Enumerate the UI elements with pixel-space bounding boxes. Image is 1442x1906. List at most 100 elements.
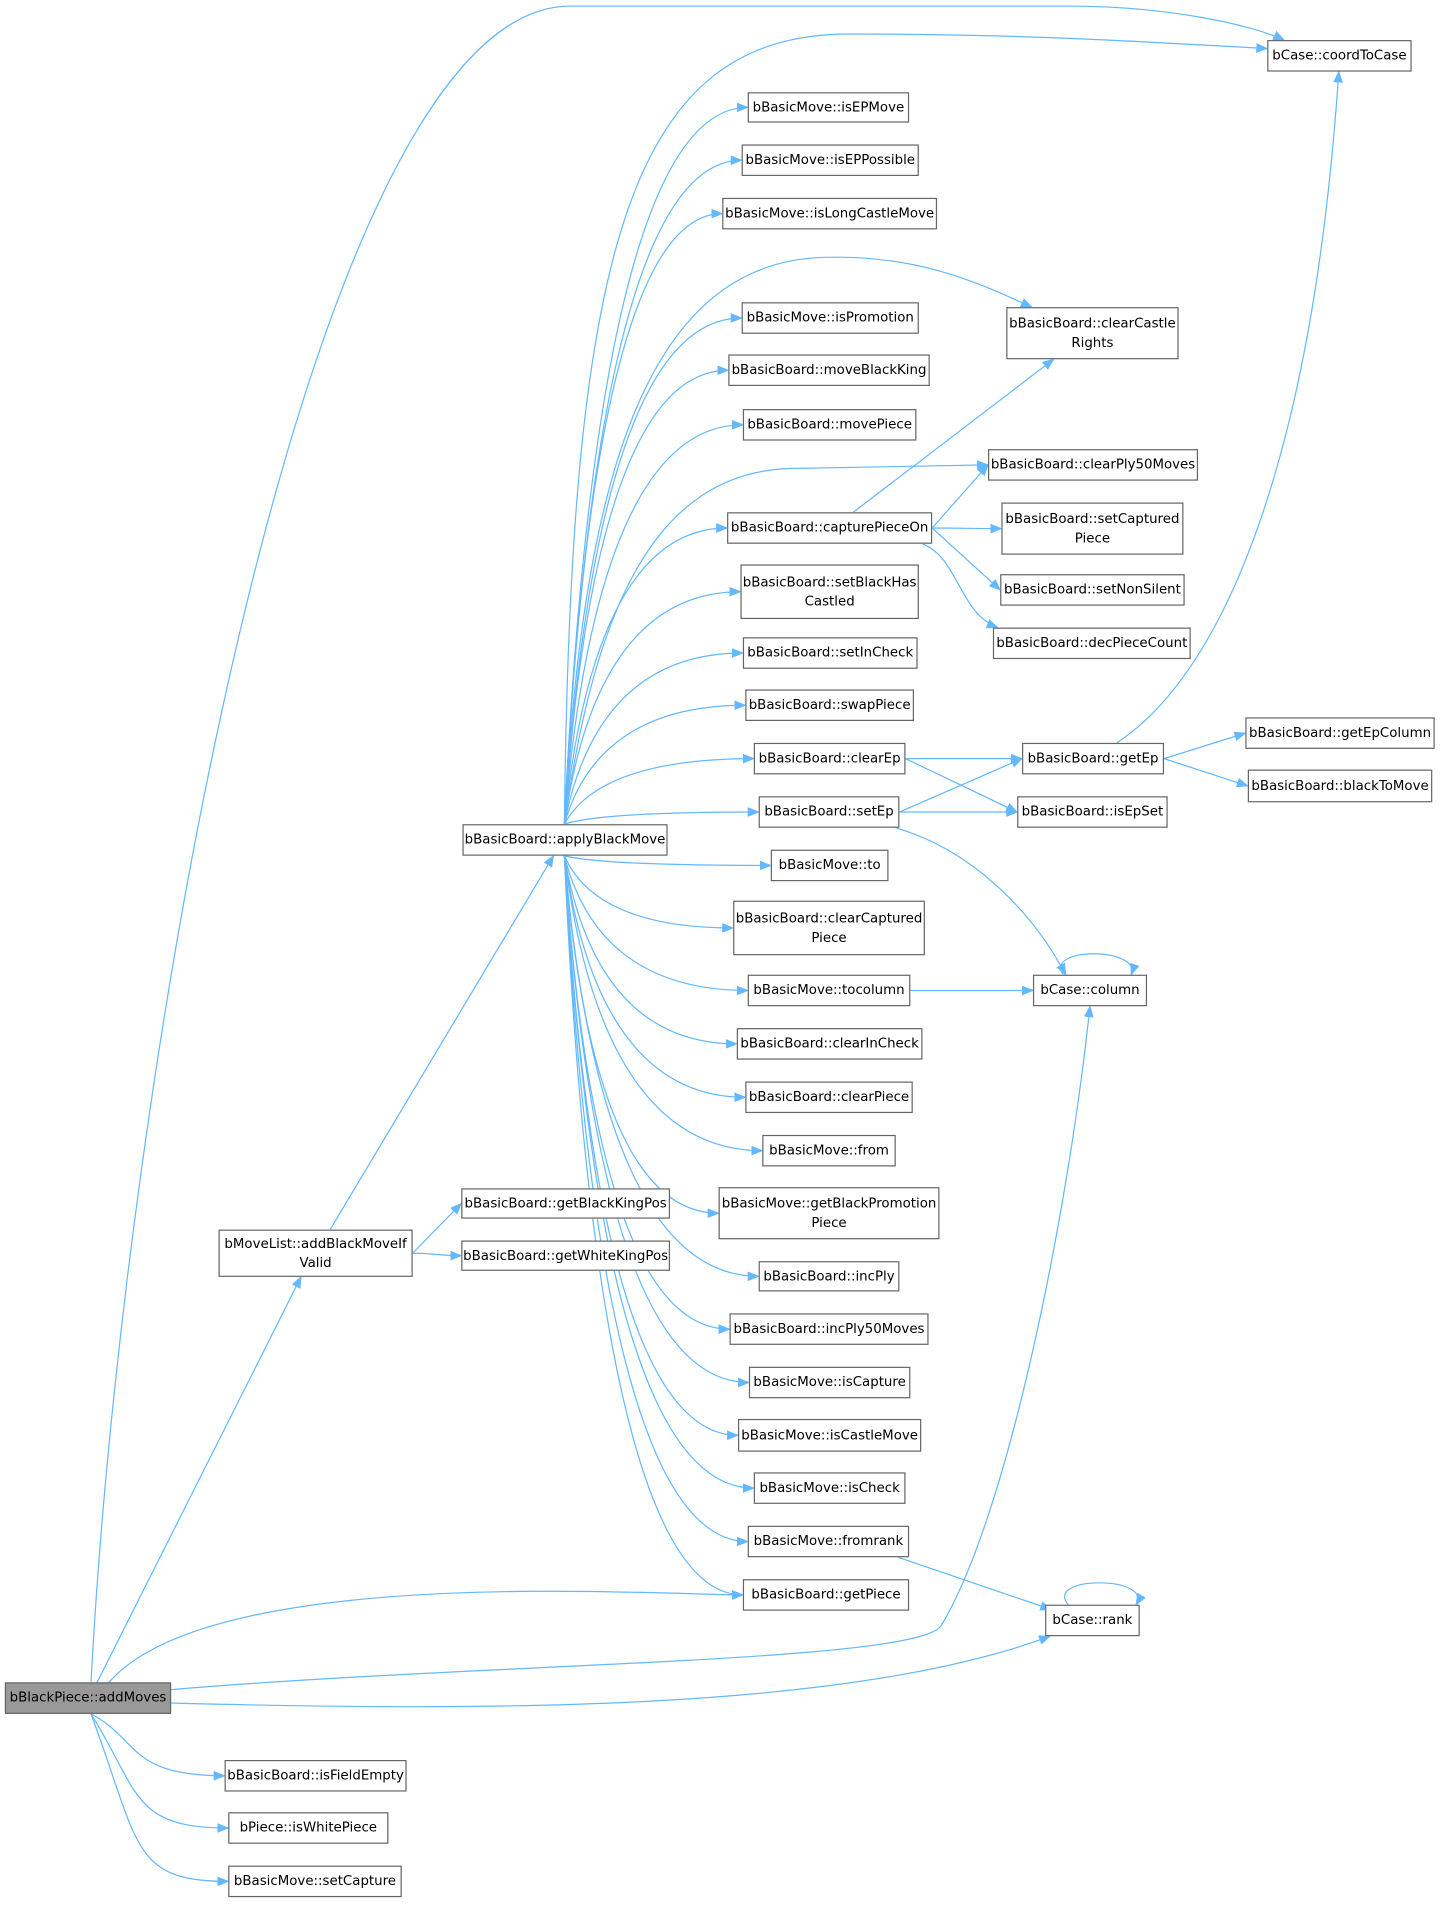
node-label: bBasicBoard::incPly (763, 1267, 895, 1284)
node-label: bBasicBoard::getWhiteKingPos (463, 1247, 669, 1263)
node-getWhiteKingPos[interactable]: bBasicBoard::getWhiteKingPos (461, 1240, 671, 1271)
node-getEp[interactable]: bBasicBoard::getEp (1022, 742, 1165, 775)
node-label: bBasicBoard::setInCheck (747, 644, 914, 661)
node-label: bBasicBoard::setNonSilent (1003, 581, 1181, 598)
node-fromrank[interactable]: bBasicMove::fromrank (747, 1525, 910, 1558)
node-label: bBasicMove::from (769, 1142, 889, 1158)
edge-applyBlackMove-to-clearInCheck (563, 855, 738, 1049)
node-incPly[interactable]: bBasicBoard::incPly (758, 1261, 900, 1292)
node-isCastleMove[interactable]: bBasicMove::isCastleMove (737, 1418, 922, 1452)
node-to[interactable]: bBasicMove::to (770, 849, 889, 882)
edge-addMoves-to-column (171, 1005, 1094, 1691)
node-column[interactable]: bCase::column (1032, 974, 1148, 1007)
edge-getEp-to-getEpColumn (1163, 731, 1247, 760)
node-tocolumn[interactable]: bBasicMove::tocolumn (747, 974, 911, 1007)
node-applyBlackMove[interactable]: bBasicBoard::applyBlackMove (462, 824, 668, 856)
node-clearPly50Moves[interactable]: bBasicBoard::clearPly50Moves (988, 449, 1199, 481)
node-getEpColumn[interactable]: bBasicBoard::getEpColumn (1245, 717, 1435, 749)
edge-capturePieceOn-to-setCapturedPiece (932, 523, 1003, 534)
node-label: bBasicBoard::clearPly50Moves (990, 456, 1196, 473)
edge-capturePieceOn-to-clearCastleRights (852, 358, 1055, 513)
node-moveBlackKing[interactable]: bBasicBoard::moveBlackKing (728, 354, 930, 386)
node-label: bBasicMove::tocolumn (753, 981, 905, 998)
node-clearInCheck[interactable]: bBasicBoard::clearInCheck (736, 1028, 923, 1060)
edge-applyBlackMove-to-incPly (563, 855, 760, 1282)
node-isEpSet[interactable]: bBasicBoard::isEpSet (1017, 796, 1168, 828)
edge-addMoves-to-addBlackMoveIfValid (96, 1275, 302, 1683)
node-setCapture[interactable]: bBasicMove::setCapture (228, 1865, 402, 1898)
node-label: bBasicMove::isCheck (759, 1479, 900, 1496)
node-label: bBasicMove::isEPPossible (745, 151, 916, 168)
edge-rank-to-rank (1064, 1582, 1146, 1606)
node-isCheck[interactable]: bBasicMove::isCheck (753, 1472, 906, 1504)
edge-addMoves-to-coordToCase (90, 5, 1286, 1683)
node-label: bBasicMove::fromrank (753, 1533, 904, 1549)
node-isEPPossible[interactable]: bBasicMove::isEPPossible (741, 144, 919, 177)
node-rank[interactable]: bCase::rank (1045, 1604, 1140, 1637)
edge-applyBlackMove-to-clearCastleRights (563, 256, 1033, 825)
node-addMoves[interactable]: bBlackPiece::addMoves (4, 1682, 172, 1714)
edge-applyBlackMove-to-from (563, 855, 764, 1156)
node-label: bBasicMove::isPromotion (746, 309, 914, 326)
edge-applyBlackMove-to-setBlackHasCastled (563, 586, 742, 825)
node-decPieceCount[interactable]: bBasicBoard::decPieceCount (992, 627, 1191, 660)
node-incPly50Moves[interactable]: bBasicBoard::incPly50Moves (729, 1313, 929, 1345)
edge-addMoves-to-setCapture (90, 1713, 230, 1887)
edge-capturePieceOn-to-clearPly50Moves (931, 463, 989, 529)
edge-addMoves-to-rank (171, 1635, 1052, 1708)
node-isLongCastleMove[interactable]: bBasicMove::isLongCastleMove (722, 197, 938, 230)
node-label: Valid (299, 1254, 332, 1271)
node-label: bCase::rank (1052, 1611, 1133, 1628)
node-label: bBasicBoard::moveBlackKing (731, 361, 927, 378)
node-clearPiece[interactable]: bBasicBoard::clearPiece (745, 1081, 913, 1114)
node-label: bBasicBoard::movePiece (747, 416, 912, 433)
node-label: bPiece::isWhitePiece (239, 1819, 378, 1836)
edge-capturePieceOn-to-setNonSilent (931, 527, 1002, 591)
node-setNonSilent[interactable]: bBasicBoard::setNonSilent (1000, 574, 1185, 606)
edge-applyBlackMove-to-tocolumn (563, 855, 749, 996)
node-setEp[interactable]: bBasicBoard::setEp (758, 796, 900, 828)
node-label: bBasicBoard::getEp (1027, 750, 1159, 766)
edge-column-to-column (1060, 953, 1140, 976)
node-from[interactable]: bBasicMove::from (762, 1134, 896, 1167)
node-isWhitePiece[interactable]: bPiece::isWhitePiece (228, 1812, 389, 1844)
node-coordToCase[interactable]: bCase::coordToCase (1267, 40, 1412, 72)
edge-applyBlackMove-to-coordToCase (563, 33, 1269, 825)
node-label: bBasicBoard::setEp (764, 803, 894, 820)
node-label: bCase::coordToCase (1272, 47, 1407, 64)
node-label: bBasicBoard::setCaptured (1005, 510, 1180, 527)
node-blackToMove[interactable]: bBasicBoard::blackToMove (1247, 769, 1433, 803)
edge-applyBlackMove-to-movePiece (563, 419, 745, 825)
node-setInCheck[interactable]: bBasicBoard::setInCheck (742, 637, 918, 669)
node-label: Piece (811, 1214, 847, 1231)
node-label: bBasicBoard::swapPiece (748, 696, 911, 713)
node-swapPiece[interactable]: bBasicBoard::swapPiece (745, 689, 914, 721)
edge-addBlackMoveIfValid-to-getWhiteKingPos (412, 1250, 463, 1261)
node-label: bBasicBoard::incPly50Moves (733, 1320, 925, 1337)
node-label: bBasicBoard::capturePieceOn (730, 519, 929, 536)
node-isEPMove[interactable]: bBasicMove::isEPMove (747, 92, 910, 123)
node-capturePieceOn[interactable]: bBasicBoard::capturePieceOn (727, 512, 933, 544)
node-isCapture[interactable]: bBasicMove::isCapture (748, 1366, 911, 1399)
node-label: bBasicMove::getBlackPromotion (721, 1194, 937, 1211)
edge-setEp-to-getEp (899, 758, 1024, 813)
node-getBlackKingPos[interactable]: bBasicBoard::getBlackKingPos (461, 1188, 671, 1219)
edge-addBlackMoveIfValid-to-applyBlackMove (329, 854, 555, 1230)
node-isFieldEmpty[interactable]: bBasicBoard::isFieldEmpty (224, 1760, 407, 1792)
node-isPromotion[interactable]: bBasicMove::isPromotion (741, 302, 919, 334)
edge-applyBlackMove-to-isCastleMove (563, 855, 740, 1441)
node-label: bBasicBoard::isFieldEmpty (227, 1767, 404, 1784)
node-label: bMoveList::addBlackMoveIf (224, 1235, 407, 1251)
edge-applyBlackMove-to-capturePieceOn (563, 523, 729, 825)
edge-getEp-to-blackToMove (1163, 758, 1249, 788)
node-getPiece[interactable]: bBasicBoard::getPiece (742, 1579, 910, 1611)
node-movePiece[interactable]: bBasicBoard::movePiece (742, 409, 917, 441)
node-clearEp[interactable]: bBasicBoard::clearEp (753, 742, 906, 775)
